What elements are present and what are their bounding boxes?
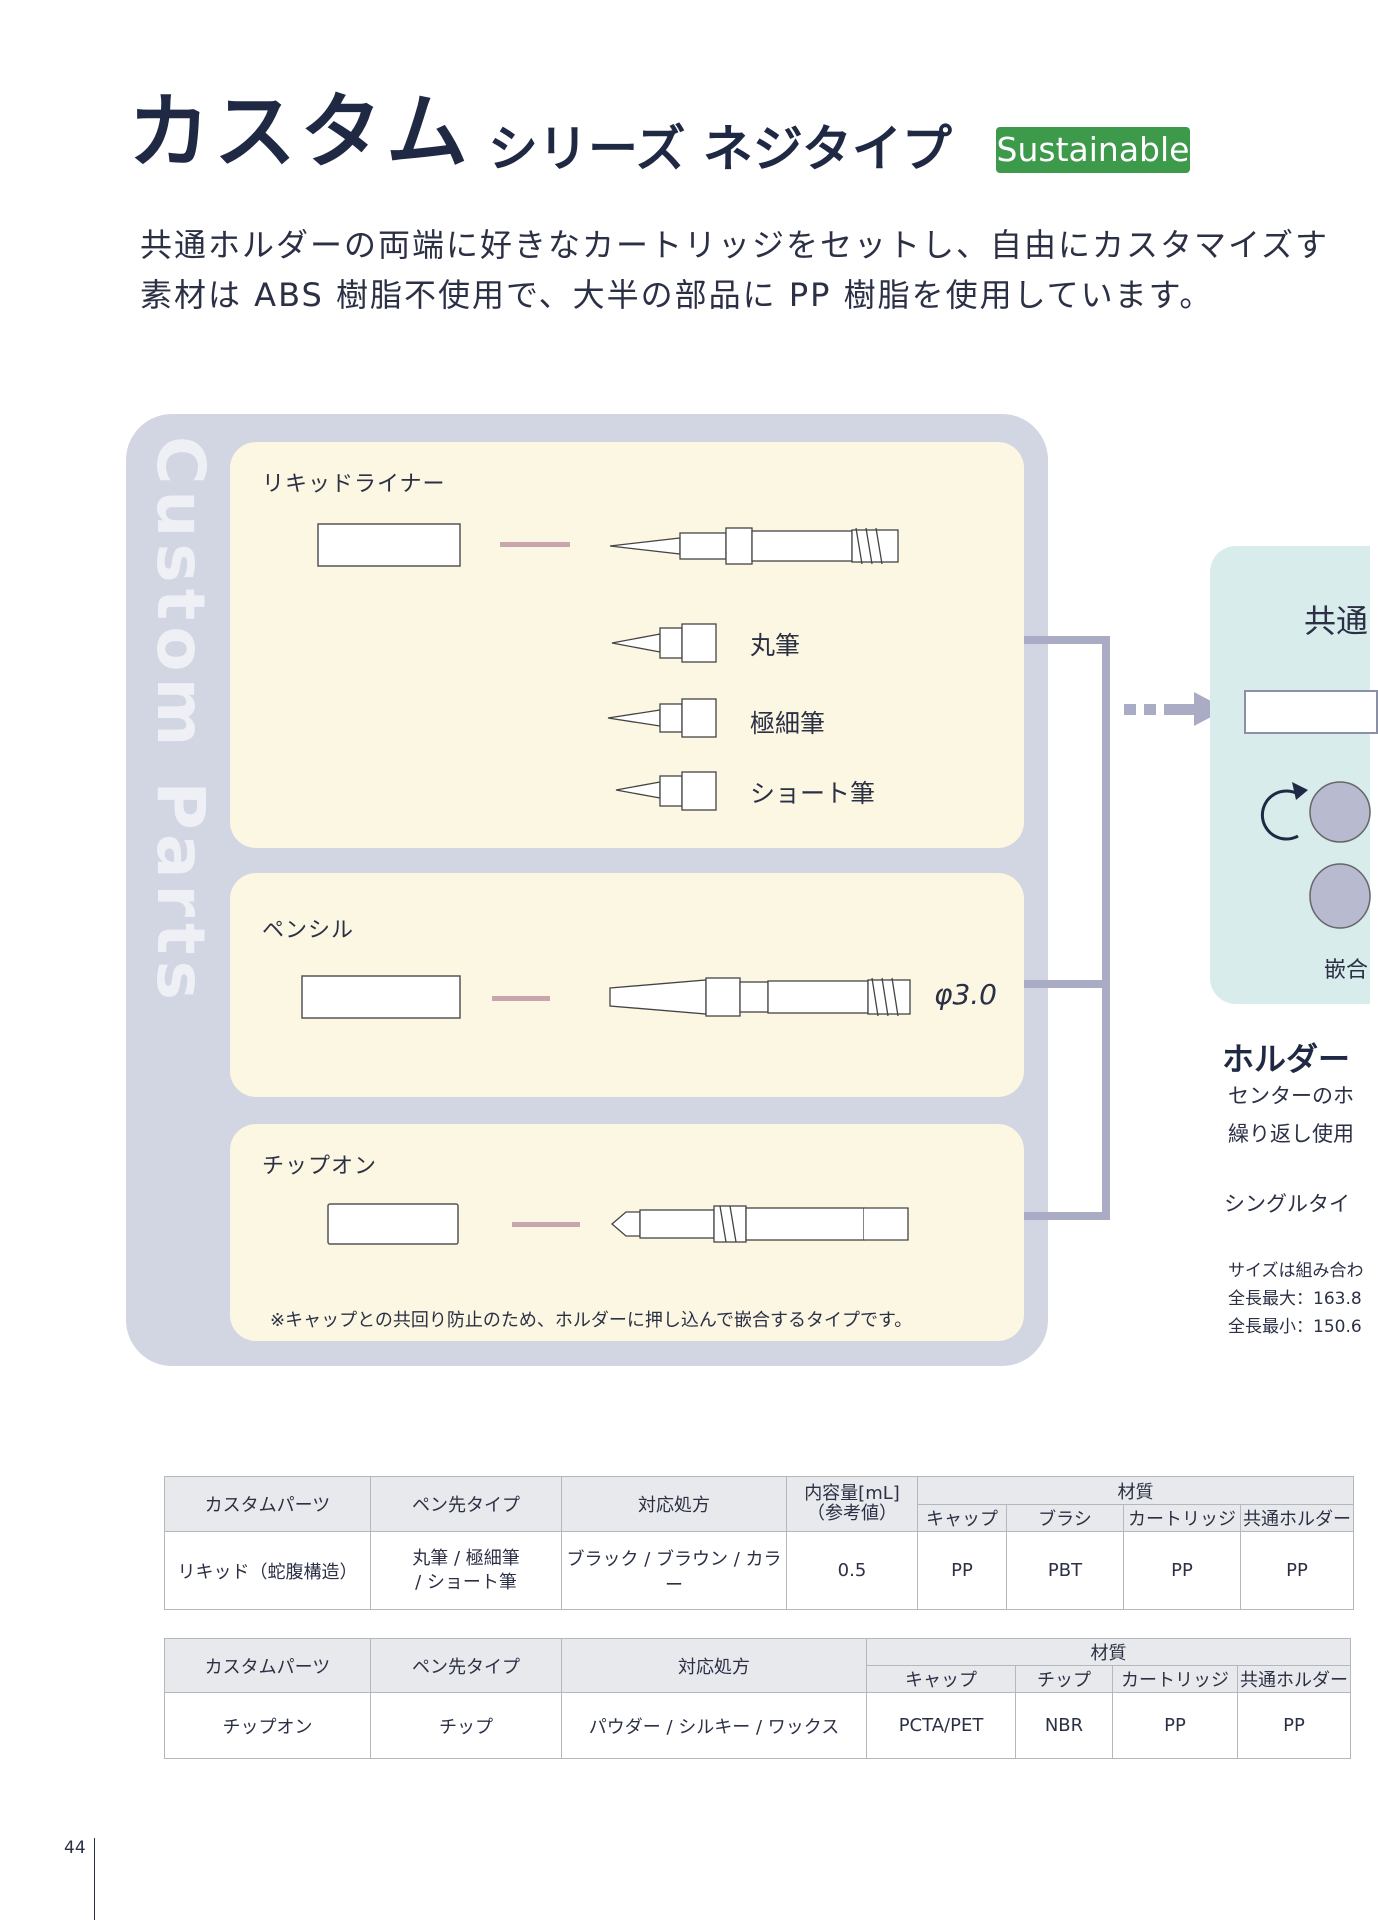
pencil-body-illustration	[609, 977, 911, 1017]
cell-formula: パウダー / シルキー / ワックス	[561, 1692, 867, 1759]
liquid-liner-cap-illustration	[317, 523, 461, 567]
holder-info-line-2: 繰り返し使用	[1228, 1122, 1354, 1146]
cell-material-holder: PP	[1240, 1531, 1354, 1610]
col-header-formula: 対応処方	[561, 1638, 867, 1693]
cell-part: チップオン	[164, 1692, 371, 1759]
common-holder-title: 共通	[1304, 602, 1369, 640]
tip-on-connector	[512, 1222, 580, 1227]
tip-label-round-brush: 丸筆	[750, 631, 801, 660]
page-rule	[94, 1838, 95, 1920]
col-header-formula: 対応処方	[561, 1476, 787, 1532]
common-holder-bar-illustration	[1244, 690, 1378, 734]
intro-line-1: 共通ホルダーの両端に好きなカートリッジをセットし、自由にカスタマイズす	[140, 226, 1330, 264]
holder-info-line-1: センターのホ	[1228, 1084, 1354, 1108]
holder-size-note: サイズは組み合わ	[1228, 1261, 1364, 1281]
material-header-brush: ブラシ	[1006, 1504, 1124, 1532]
cell-volume: 0.5	[786, 1531, 918, 1610]
cell-material-cap: PCTA/PET	[866, 1692, 1016, 1759]
material-header-holder: 共通ホルダー	[1240, 1504, 1354, 1532]
holder-max-length: 全長最大：163.8	[1228, 1289, 1362, 1309]
pencil-diameter: φ3.0	[934, 978, 997, 1011]
tip-label-extra-fine-brush: 極細筆	[750, 709, 826, 738]
col-header-material: 材質	[917, 1476, 1354, 1505]
col-header-material: 材質	[866, 1638, 1351, 1666]
col-header-volume: 内容量[mL] （参考値）	[786, 1476, 918, 1532]
liquid-liner-pen-illustration	[609, 527, 899, 565]
col-header-tip-type: ペン先タイプ	[370, 1476, 562, 1532]
fit-label: 嵌合	[1324, 958, 1369, 983]
page-subtitle: シリーズ ネジタイプ	[488, 120, 952, 178]
holder-min-length: 全長最小：150.6	[1228, 1317, 1362, 1337]
intro-line-2: 素材は ABS 樹脂不使用で、大半の部品に PP 樹脂を使用しています。	[140, 276, 1214, 314]
tip-on-note: ※キャップとの共回り防止のため、ホルダーに押し込んで嵌合するタイプです。	[270, 1310, 913, 1331]
material-header-cap: キャップ	[866, 1665, 1016, 1693]
round-brush-tip-illustration	[611, 623, 717, 663]
tip-type-line-2: / ショート筆	[415, 1571, 517, 1593]
custom-parts-side-label: Custom Parts	[142, 436, 219, 1006]
page-number: 44	[64, 1838, 86, 1858]
volume-header-line-2: （参考値）	[807, 1503, 897, 1524]
tip-label-short-brush: ショート筆	[750, 779, 876, 808]
tip-on-body-illustration	[611, 1205, 909, 1243]
sustainable-badge: Sustainable	[996, 127, 1190, 173]
connector-bracket	[1024, 636, 1110, 1220]
table-row: リキッド（蛇腹構造） 丸筆 / 極細筆 / ショート筆 ブラック / ブラウン …	[164, 1531, 1354, 1610]
cell-material-brush: PBT	[1006, 1531, 1124, 1610]
col-header-custom-parts: カスタムパーツ	[164, 1638, 371, 1693]
common-holder-panel	[1210, 546, 1371, 1004]
tip-on-cap-illustration	[327, 1203, 459, 1245]
tip-on-title: チップオン	[262, 1154, 378, 1179]
holder-heading: ホルダー	[1222, 1040, 1351, 1078]
holder-rotation-illustration	[1260, 781, 1371, 929]
tip-type-line-1: 丸筆 / 極細筆	[412, 1548, 520, 1570]
col-header-tip-type: ペン先タイプ	[370, 1638, 562, 1693]
liquid-liner-title: リキッドライナー	[262, 472, 446, 497]
liquid-liner-connector	[500, 542, 570, 547]
pencil-title: ペンシル	[262, 918, 355, 943]
cell-material-holder: PP	[1237, 1692, 1351, 1759]
cell-tip-type: 丸筆 / 極細筆 / ショート筆	[370, 1531, 562, 1610]
material-header-cap: キャップ	[917, 1504, 1007, 1532]
short-brush-tip-illustration	[615, 771, 717, 811]
material-header-tip: チップ	[1015, 1665, 1113, 1693]
material-header-cartridge: カートリッジ	[1123, 1504, 1241, 1532]
cell-formula: ブラック / ブラウン / カラー	[561, 1531, 787, 1610]
cell-material-cap: PP	[917, 1531, 1007, 1610]
cell-part: リキッド（蛇腹構造）	[164, 1531, 371, 1610]
volume-header-line-1: 内容量[mL]	[804, 1483, 900, 1505]
cell-tip-type: チップ	[370, 1692, 562, 1759]
table-row: チップオン チップ パウダー / シルキー / ワックス PCTA/PET NB…	[164, 1692, 1351, 1759]
pencil-connector	[492, 996, 550, 1001]
spec-table-liquid: カスタムパーツ ペン先タイプ 対応処方 内容量[mL] （参考値） 材質 キャッ…	[164, 1476, 1354, 1610]
material-header-holder: 共通ホルダー	[1237, 1665, 1351, 1693]
extra-fine-brush-tip-illustration	[607, 698, 717, 738]
pencil-cap-illustration	[301, 975, 461, 1019]
cell-material-tip: NBR	[1015, 1692, 1113, 1759]
cell-material-cartridge: PP	[1123, 1531, 1241, 1610]
cell-material-cartridge: PP	[1112, 1692, 1238, 1759]
holder-single-type: シングルタイ	[1224, 1192, 1350, 1216]
col-header-custom-parts: カスタムパーツ	[164, 1476, 371, 1532]
spec-table-tip-on: カスタムパーツ ペン先タイプ 対応処方 材質 キャップ チップ カートリッジ 共…	[164, 1638, 1351, 1759]
page-title: カスタム	[128, 85, 473, 180]
material-header-cartridge: カートリッジ	[1112, 1665, 1238, 1693]
